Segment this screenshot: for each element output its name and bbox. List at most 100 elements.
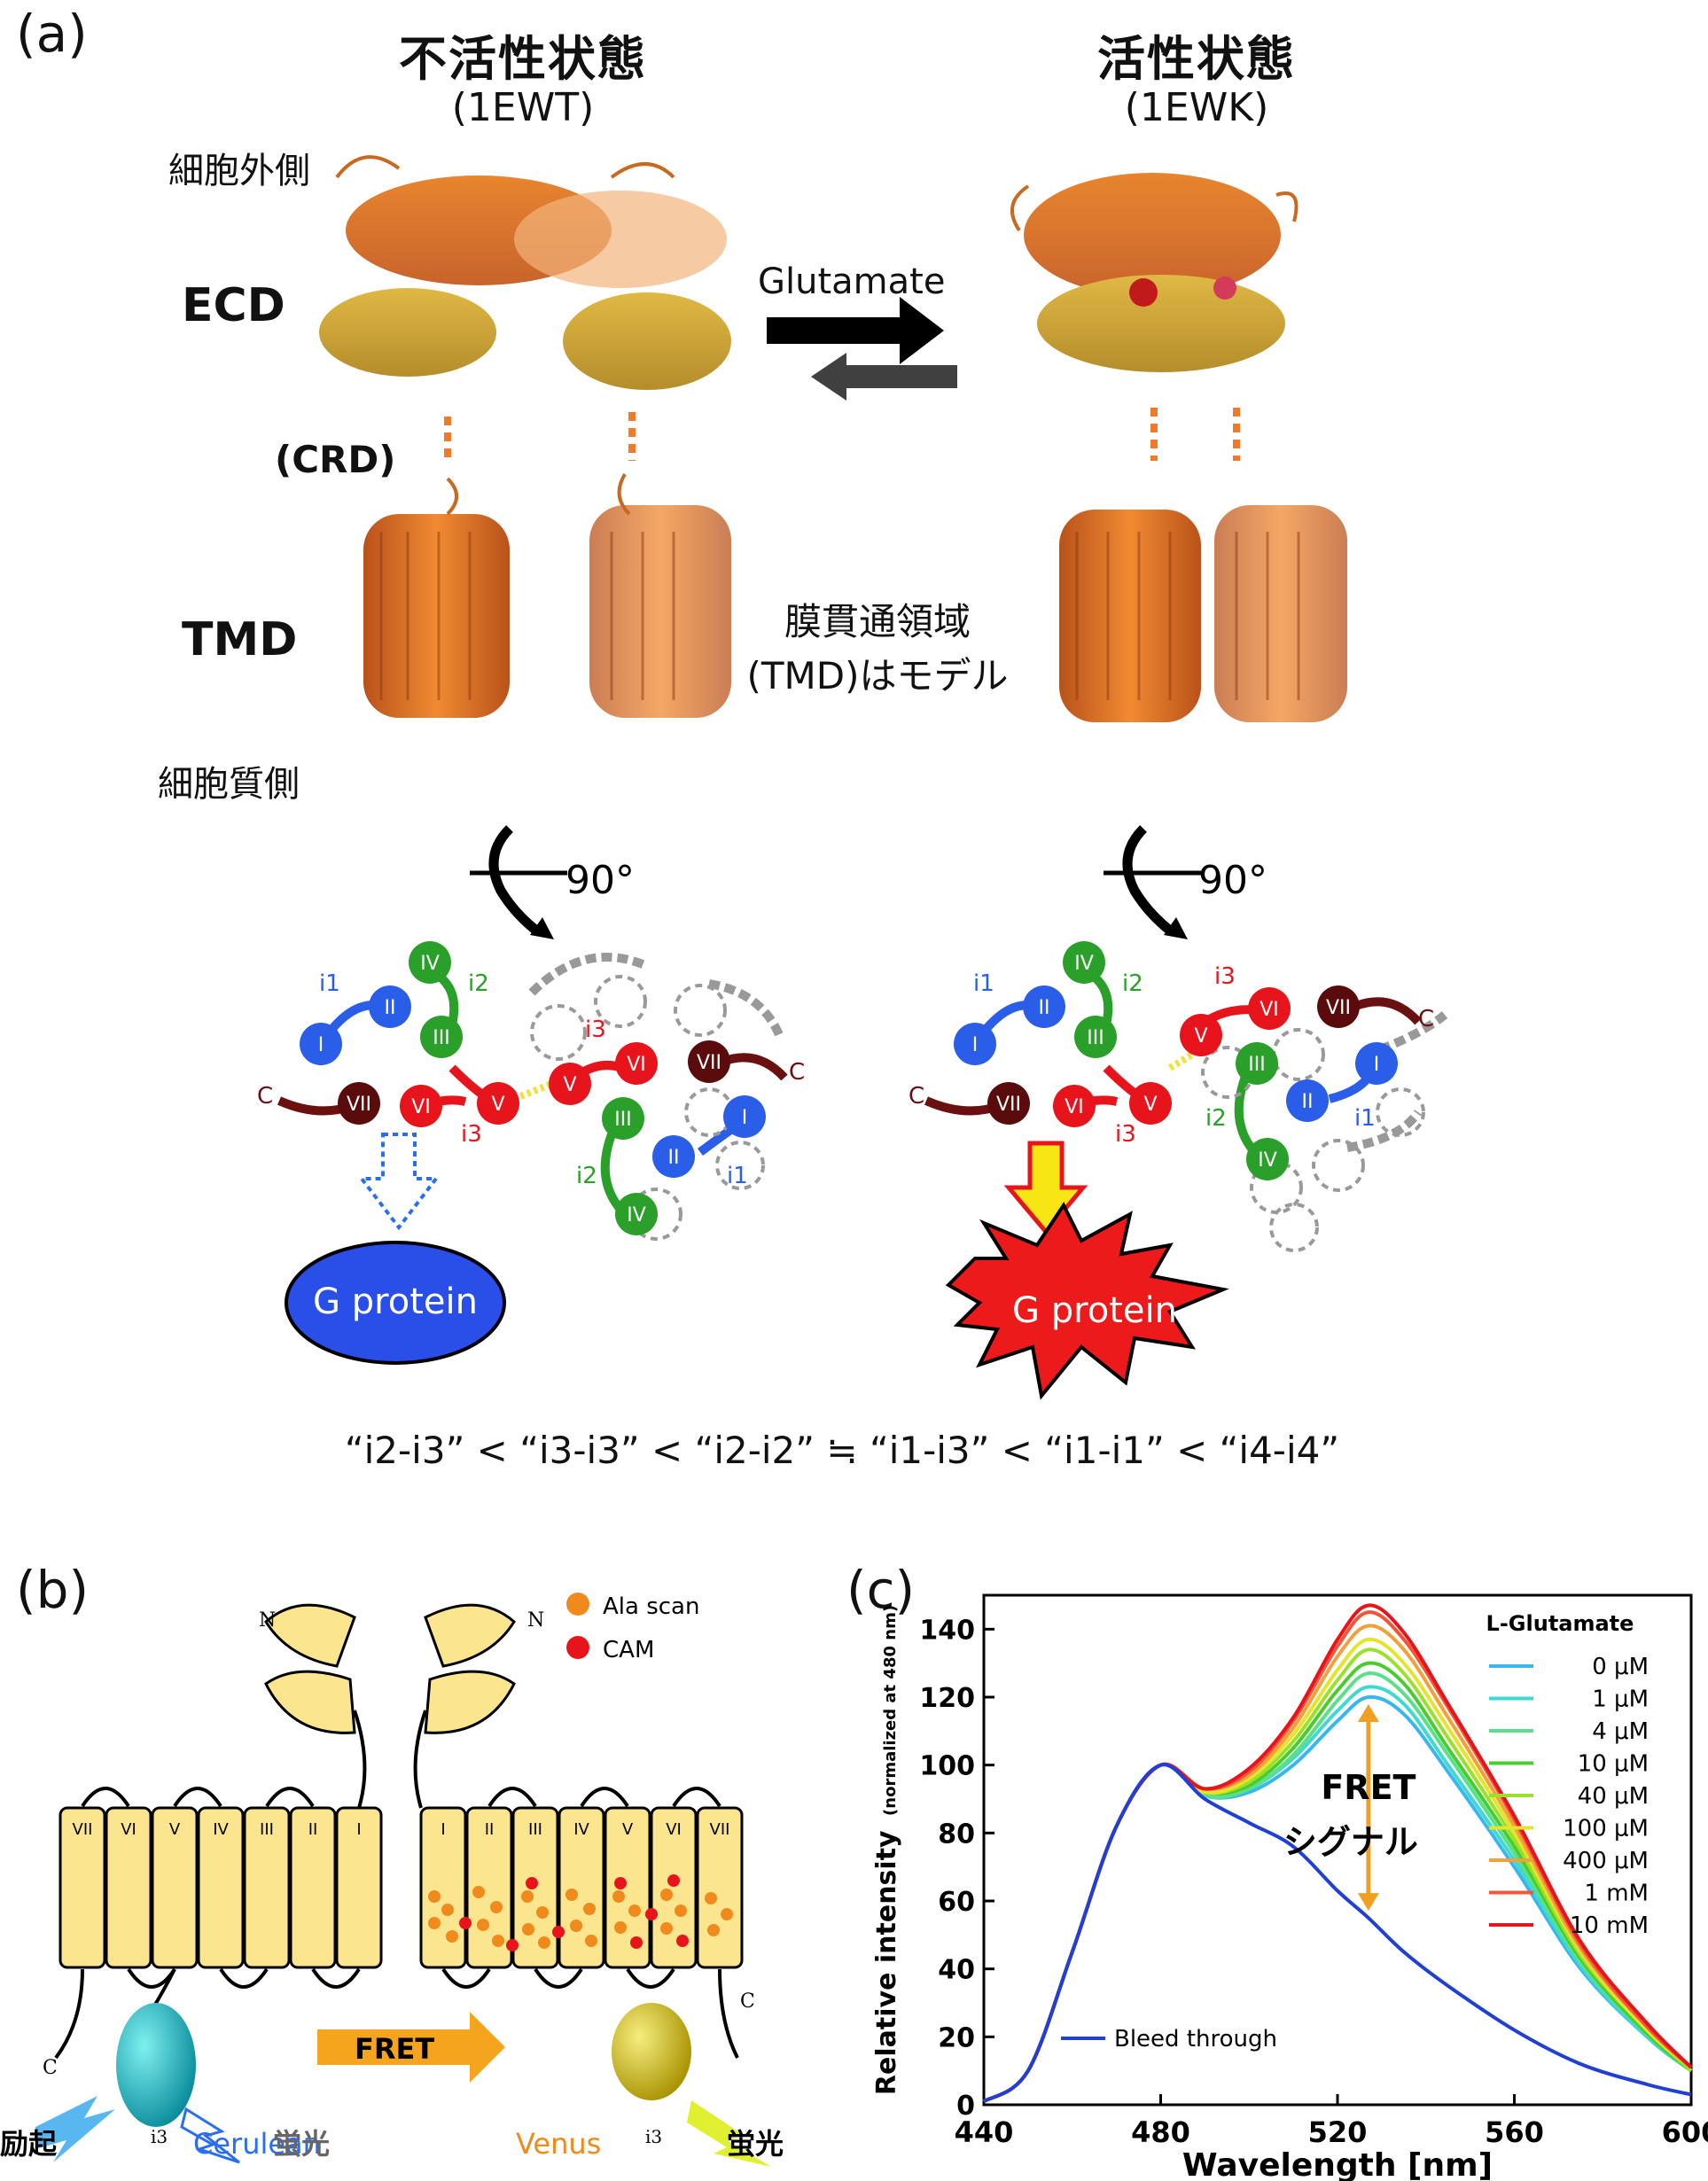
helix-label: I [1374, 1054, 1380, 1076]
helix-label: III [1087, 1027, 1104, 1049]
inactive-gprotein [285, 1241, 506, 1365]
cerulean-fp [116, 2003, 196, 2127]
y-tick-label: 0 [956, 2091, 975, 2122]
helix-label: VI [121, 1820, 136, 1839]
left-vft-domain [264, 1603, 356, 1734]
helix-label: II [1039, 997, 1050, 1019]
helix-circle [1023, 985, 1065, 1028]
x-tick-label: 520 [1308, 2115, 1368, 2149]
loop-label-i2: i2 [468, 970, 489, 997]
helix-circle [400, 1085, 442, 1127]
active-ecd-structure [1010, 173, 1299, 372]
helix-label: IV [213, 1820, 229, 1839]
helix-circle [338, 1082, 380, 1125]
active-gprotein [945, 1202, 1229, 1400]
c-terminus-label: C [909, 1083, 924, 1110]
legend-cam-dot [566, 1636, 589, 1659]
loop-label-i3: i3 [1115, 1121, 1136, 1148]
helix-circle [1074, 1016, 1117, 1058]
n-terminus-right: N [527, 1609, 544, 1632]
gprotein-label-inactive: G protein [313, 1281, 478, 1322]
helix-circle [420, 1016, 463, 1058]
helix-label: IV [420, 953, 440, 975]
y-axis-label-sub: (normalized at 480 nm) [881, 1605, 900, 1816]
y-tick-label: 40 [938, 1955, 975, 1986]
panel-c-chart: 440480520560600020406080100120140 L-Glut… [871, 1593, 1708, 2181]
fret-arrow-label: FRET [355, 2032, 434, 2066]
y-tick-label: 140 [919, 1615, 975, 1646]
helix-label: IV [1074, 953, 1094, 975]
panel-a-structures: 90° 90° [319, 155, 1347, 939]
legend-entry: 0 μM [1592, 1654, 1649, 1680]
helix-circle [987, 1082, 1030, 1125]
venus-fp [612, 2003, 691, 2100]
c-terminus-right: C [740, 1990, 755, 2013]
excitation-label: 励起 [0, 2127, 58, 2161]
fret-signal-label-line1: FRET [1321, 1768, 1416, 1807]
helix-circle [615, 1193, 658, 1235]
left-tmd: VII VI V IV III II I [54, 1787, 383, 2060]
x-tick-label: 600 [1662, 2115, 1708, 2149]
helix-label: VI [1065, 1096, 1084, 1118]
y-tick-label: 60 [938, 1887, 975, 1918]
helix-label: II [668, 1147, 680, 1169]
inactive-state-title: 不活性状態 [399, 31, 647, 87]
y-tick-label: 120 [919, 1683, 975, 1714]
helix-circle [1246, 1138, 1289, 1180]
helix-label: VII [710, 1820, 730, 1839]
panel-a-helix-circles: I II III IV V VI VII I II III IV V VI VI… [257, 941, 1434, 1331]
helix-circle [369, 985, 411, 1028]
helix-circle [300, 1023, 342, 1065]
helix-circle [1236, 1042, 1278, 1085]
extracellular-label: 細胞外側 [168, 151, 310, 191]
loop-label-i1: i1 [727, 1163, 748, 1189]
fret-signal-label-line2: シグナル [1283, 1822, 1418, 1861]
helix-circle [1355, 1042, 1398, 1085]
helix-label: VI [411, 1096, 431, 1118]
helix-circle [549, 1063, 591, 1105]
helix-circle [409, 941, 451, 984]
active-state-title: 活性状態 [1097, 31, 1296, 87]
y-tick-label: 80 [938, 1819, 975, 1850]
mutation-dots [428, 1874, 733, 1951]
helix-label: V [1194, 1025, 1207, 1048]
y-axis-label: Relative intensity (normalized at 480 nm… [871, 1605, 902, 2095]
loop-label-i2: i2 [1122, 970, 1143, 997]
helix-label: II [308, 1820, 318, 1839]
rotation-symbol-right [1104, 825, 1201, 939]
loop-label-i2: i2 [1205, 1105, 1227, 1132]
rotation-angle-left: 90° [565, 858, 635, 903]
active-tmd-structure [1059, 505, 1347, 722]
i3-label-right: i3 [645, 2126, 662, 2147]
n-terminus-left: N [259, 1609, 276, 1632]
helix-label: V [622, 1820, 634, 1839]
x-tick-label: 560 [1485, 2115, 1544, 2149]
helix-label: I [441, 1820, 445, 1839]
helix-label: II [485, 1820, 495, 1839]
helix-circle [954, 1023, 996, 1065]
ecd-label: ECD [182, 279, 285, 332]
helix-label: II [385, 997, 396, 1019]
legend-entry: 100 μM [1563, 1816, 1649, 1842]
loop-label-i1: i1 [319, 970, 340, 997]
helix-label: VI [666, 1820, 682, 1839]
x-axis-label: Wavelength [nm] [1182, 2147, 1493, 2181]
helix-label: III [614, 1109, 631, 1131]
loop-label-i1: i1 [1354, 1105, 1376, 1132]
fret-signal-annotation [1357, 1704, 1379, 1912]
legend-entry: 4 μM [1592, 1718, 1649, 1745]
legend-cam-label: CAM [603, 1637, 654, 1663]
helix-label: V [563, 1074, 576, 1096]
inactive-pdb-id: (1EWT) [451, 85, 595, 130]
helix-circle [688, 1040, 730, 1083]
fluorescence-label-cerulean: 蛍光 [273, 2127, 330, 2161]
right-tmd: I II III IV V VI VII [419, 1787, 744, 2059]
i3-label-left: i3 [151, 2126, 168, 2147]
loop-label-i1: i1 [973, 970, 994, 997]
rotation-angle-right: 90° [1198, 858, 1267, 903]
inactive-gprotein-arrow [357, 1133, 441, 1231]
c-terminus-left: C [43, 2057, 58, 2079]
venus-label: Venus [516, 2127, 601, 2161]
legend-ala-scan-label: Ala scan [603, 1593, 699, 1620]
helix-circle [1063, 941, 1105, 984]
